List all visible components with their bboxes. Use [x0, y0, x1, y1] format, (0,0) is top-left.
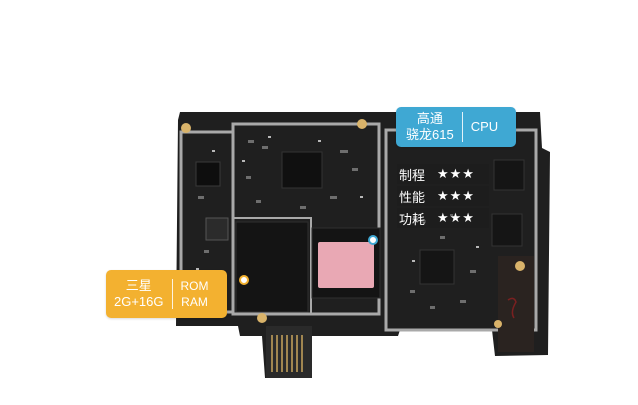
memory-brand-label: 三星 2G+16G — [106, 278, 164, 310]
cpu-model-label: 高通 骁龙615 — [396, 111, 454, 143]
rating-row-process: 制程 ★★★ — [397, 164, 489, 184]
star-icon: ★★★ — [437, 210, 475, 225]
small-chip-d — [491, 213, 523, 247]
cpu-model-text: 骁龙615 — [406, 127, 454, 142]
shield-lower-center — [232, 217, 312, 315]
rating-label: 制程 — [399, 167, 426, 183]
star-icon: ★★★ — [437, 166, 475, 181]
cpu-vendor-text: 高通 — [416, 111, 443, 126]
cpu-marker-dot — [368, 235, 378, 245]
memory-capacity-text: 2G+16G — [114, 294, 164, 309]
rf-chip — [195, 161, 221, 187]
memory-marker-dot — [239, 275, 249, 285]
cpu-callout: 高通 骁龙615 CPU — [396, 107, 516, 147]
small-chip-a — [205, 217, 229, 241]
cpu-tag-label: CPU — [471, 119, 498, 135]
small-chip-c — [493, 159, 525, 191]
rating-row-power: 功耗 ★★★ — [397, 208, 489, 228]
rating-label: 性能 — [399, 189, 426, 205]
cpu-tag-text: CPU — [470, 119, 499, 134]
callout-divider — [461, 112, 463, 142]
memory-type-label: ROM RAM — [181, 278, 209, 310]
pmic-chip — [281, 151, 323, 189]
memory-rom-text: ROM — [180, 279, 209, 293]
rating-overlay: 制程 ★★★ 性能 ★★★ 功耗 ★★★ — [397, 164, 489, 230]
memory-ram-text: RAM — [181, 295, 208, 309]
flex-connector — [266, 326, 312, 378]
connector-block — [498, 256, 534, 352]
ram-chip — [235, 221, 309, 313]
memory-callout: 三星 2G+16G ROM RAM — [106, 270, 227, 318]
small-chip-b — [419, 249, 455, 285]
memory-brand-text: 三星 — [125, 278, 152, 293]
thermal-pad — [318, 242, 374, 288]
star-icon: ★★★ — [437, 188, 475, 203]
rating-label: 功耗 — [399, 211, 426, 227]
callout-divider — [171, 279, 173, 309]
rating-row-performance: 性能 ★★★ — [397, 186, 489, 206]
